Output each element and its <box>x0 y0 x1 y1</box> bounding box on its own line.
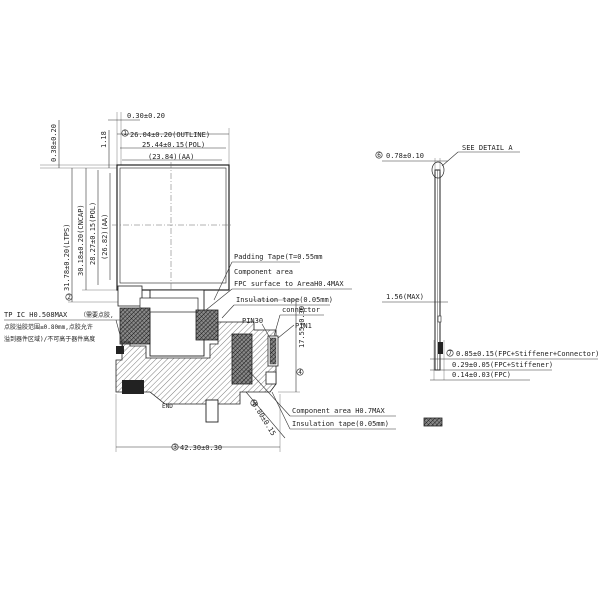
lcd-outline <box>116 164 230 291</box>
svg-text:4: 4 <box>298 369 302 376</box>
pol-height-label: 28.27±0.15(POL) <box>89 202 97 265</box>
see-detail-label: SEE DETAIL A <box>462 144 513 152</box>
leader-labels: Padding Tape(T=0.55mm Component area FPC… <box>4 253 443 430</box>
polarizer-outline <box>119 167 227 284</box>
detail-a-circle <box>431 161 445 179</box>
fpc-stiffener-label: 0.29±0.05(FPC+Stiffener) <box>452 361 553 369</box>
max-thickness-label: 1.56(MAX) <box>386 293 424 301</box>
marker-5: 5 <box>250 399 258 407</box>
padding-tape-right <box>195 309 219 341</box>
fpc-label: 0.14±0.03(FPC) <box>452 371 511 379</box>
left-offset-label: 0.38±0.20 <box>50 124 58 162</box>
tp-ic-block <box>122 380 144 394</box>
tp-ic-note-3: 溢到器件区域)/不可高于器件高度 <box>4 335 95 343</box>
fpc-stem <box>205 399 219 423</box>
tps-height-label: 31.78±0.20(LTPS) <box>63 224 71 291</box>
outline-width-label: 26.04±0.20(OUTLINE) <box>130 131 210 139</box>
marker-3: 3 <box>171 443 179 451</box>
insulation-tape-label-1: Insulation tape(0.05mm) <box>236 296 333 304</box>
small-dim-label: 1.18 <box>100 131 108 148</box>
tp-ic-label: TP IC H0.508MAX <box>4 311 68 319</box>
fpc-height-label: 17.55±0.30 <box>298 306 306 348</box>
padding-tape-label: Padding Tape(T=0.55mm <box>234 253 323 261</box>
tp-ic-note-2: 点胶溢胶范围≤0.80mm,点胶允许 <box>4 323 93 331</box>
tp-ic-note-1: （需要点胶, <box>80 311 114 319</box>
component-area-label-1b: FPC surface to AreaH0.4MAX <box>234 280 344 288</box>
marker-4: 4 <box>296 368 304 376</box>
component-block <box>231 333 253 385</box>
marker-6: 6 <box>375 151 383 159</box>
pol-width-label: 25.44±0.15(POL) <box>142 141 205 149</box>
svg-text:6: 6 <box>377 152 381 159</box>
pin1-label: PIN1 <box>295 322 312 330</box>
end-label: END <box>162 403 173 410</box>
marker-2: 2 <box>65 293 73 301</box>
svg-text:2: 2 <box>67 294 71 301</box>
aa-width-label: (23.84)(AA) <box>148 153 194 161</box>
fpc-stiffener-connector-label: 0.85±0.15(FPC+Stiffener+Connector) <box>456 350 599 358</box>
aa-height-label: (26.82)(AA) <box>101 214 109 260</box>
thickness-label: 0.78±0.10 <box>386 152 424 160</box>
front-view: 0.30±0.20 1 26.04±0.20(OUTLINE) 25.44±0.… <box>40 112 306 452</box>
marker-7: 7 <box>446 349 454 357</box>
total-width-label: 42.30±0.30 <box>180 444 222 452</box>
component-area-label-2: Component area H0.7MAX <box>292 407 386 415</box>
component-area-label-1: Component area <box>234 268 293 276</box>
svg-text:1: 1 <box>123 130 127 137</box>
top-offset-label: 0.30±0.20 <box>127 112 165 120</box>
connector-label: connector <box>282 306 320 314</box>
side-view: SEE DETAIL A 6 0.78±0.10 1.56(MAX) 7 0.8… <box>375 144 599 381</box>
svg-text:5: 5 <box>252 400 256 407</box>
svg-text:7: 7 <box>448 350 452 357</box>
pin30-label: PIN30 <box>242 317 263 325</box>
cnc-height-label: 30.18±0.20(CNCAP) <box>77 204 85 276</box>
padding-tape-left <box>119 307 151 345</box>
legend-hatch-swatch <box>423 417 443 427</box>
insulation-tape-label-2: Insulation tape(0.05mm) <box>292 420 389 428</box>
svg-text:3: 3 <box>173 444 177 451</box>
marker-1: 1 <box>121 129 129 137</box>
